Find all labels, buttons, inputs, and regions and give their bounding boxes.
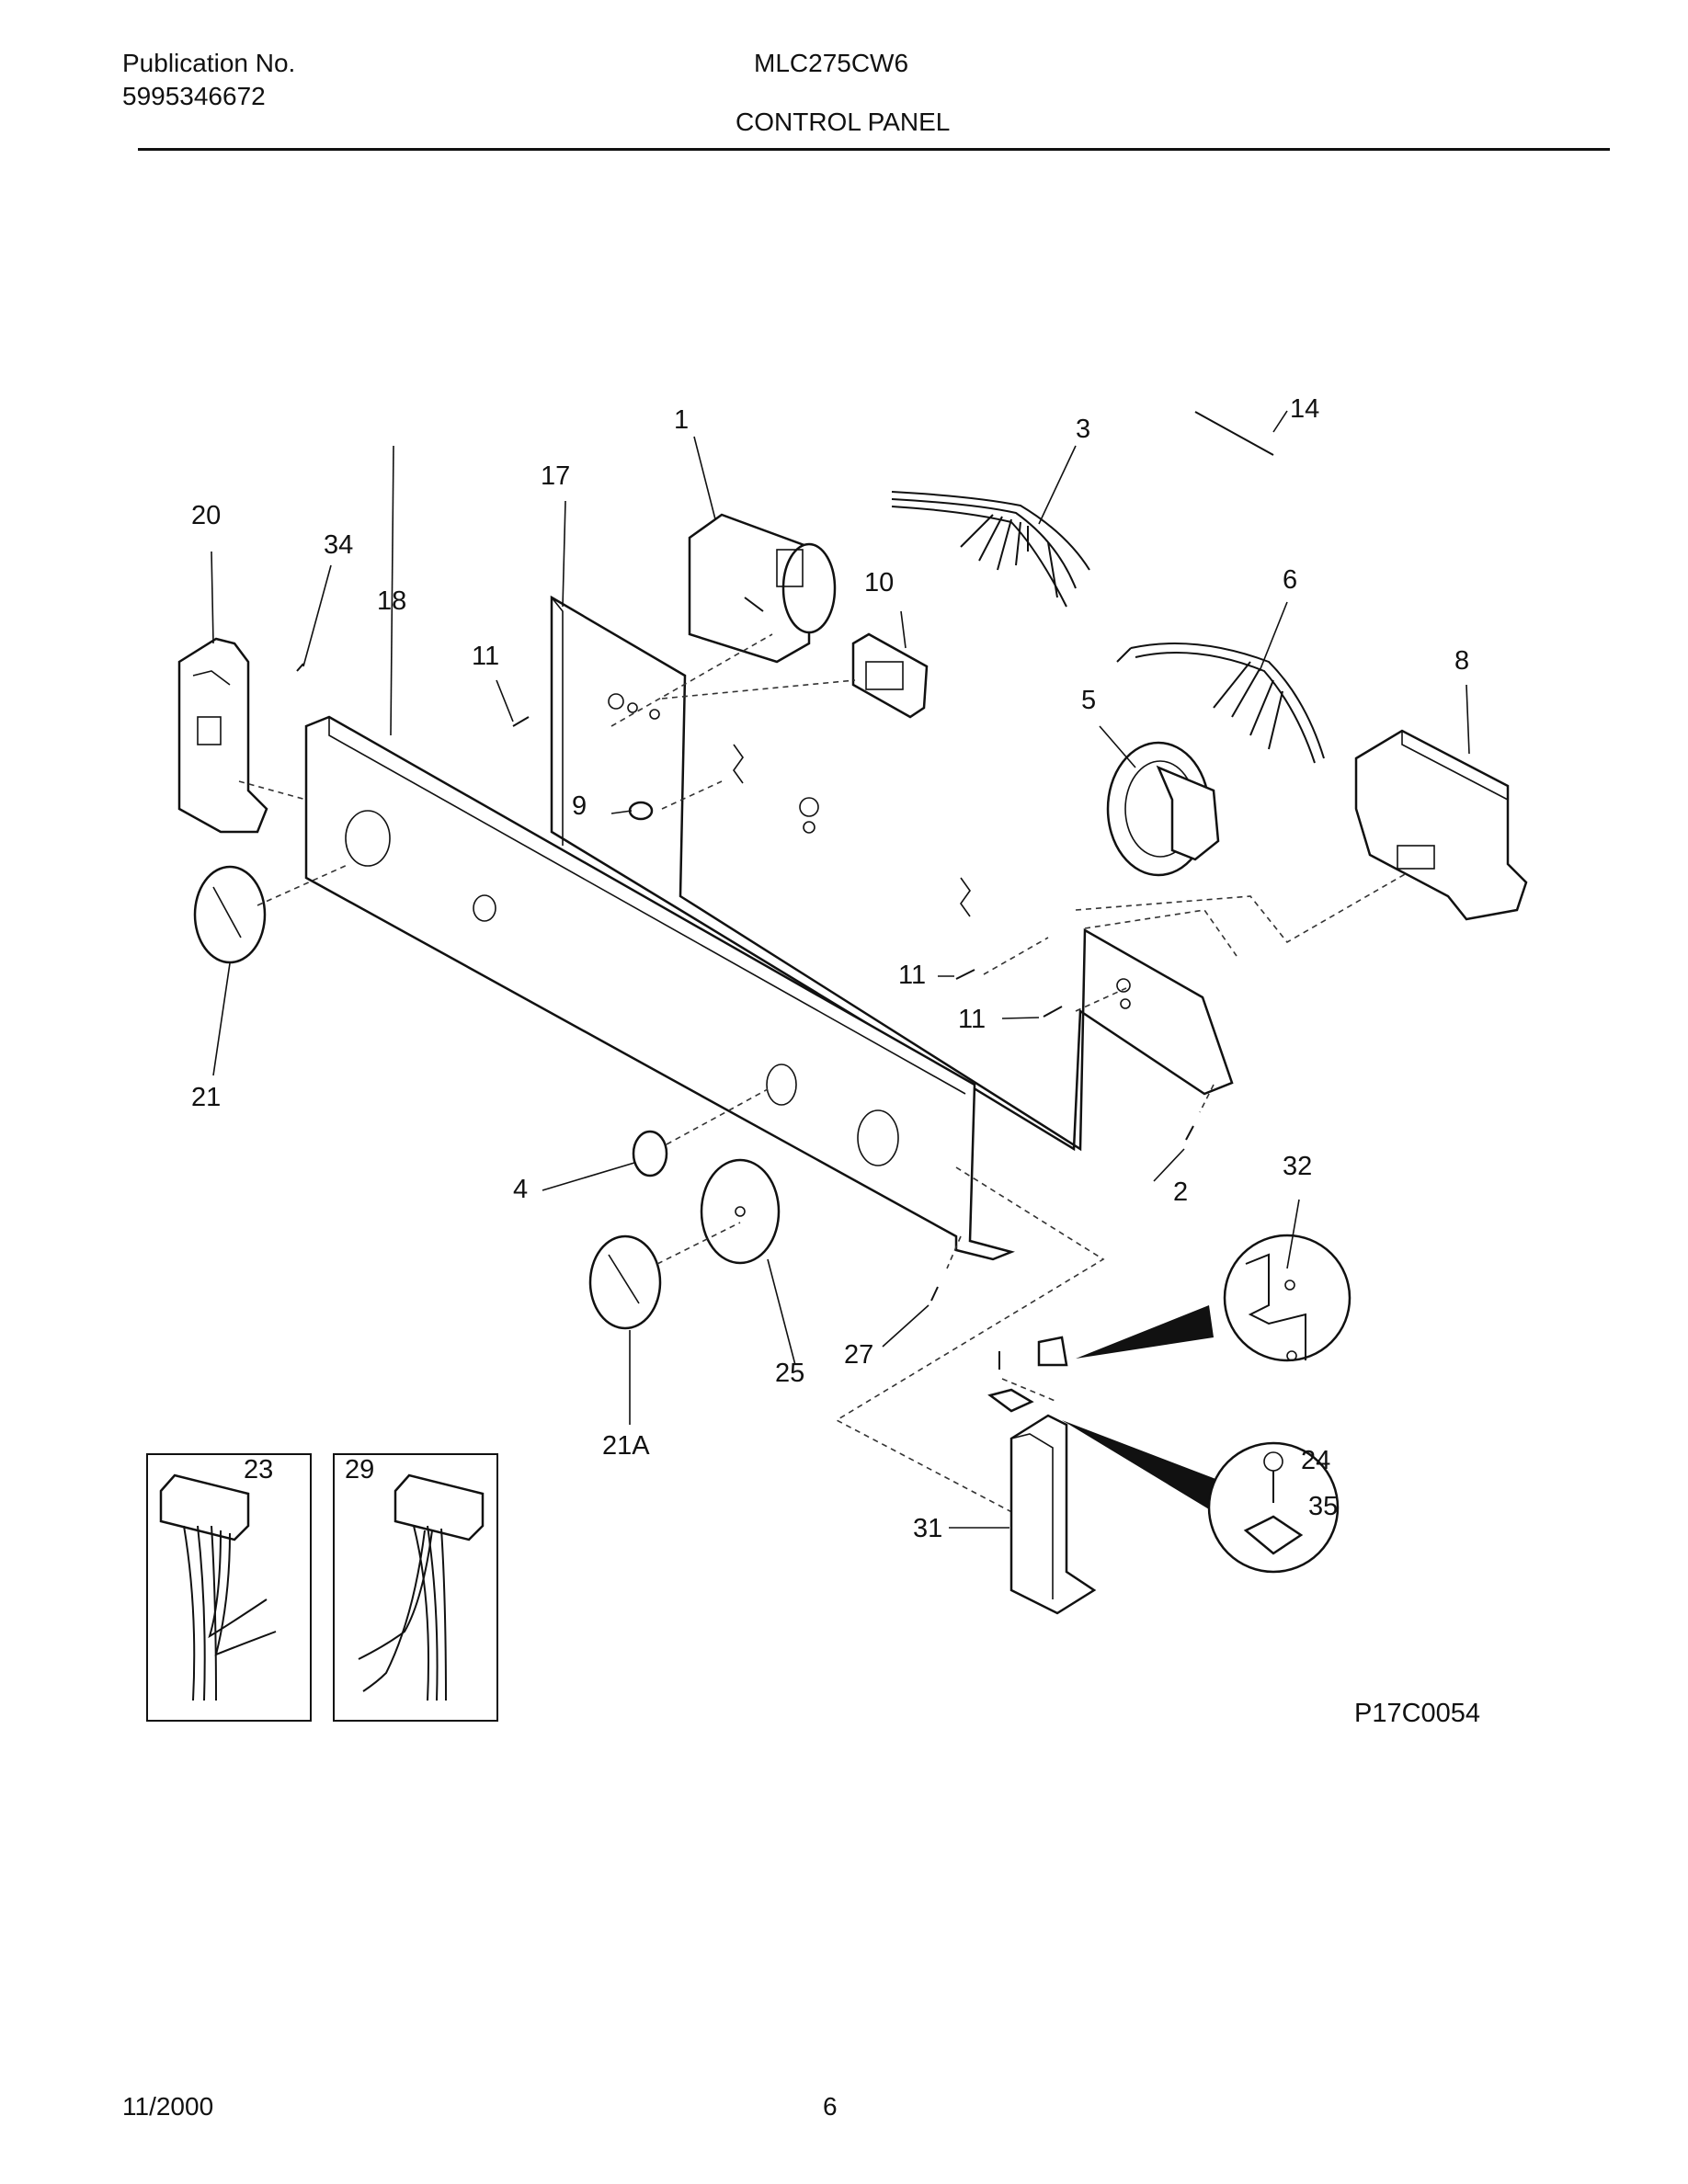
inset-box-23 [146, 1453, 312, 1722]
callout-21: 21 [191, 1083, 221, 1112]
callout-29: 29 [345, 1455, 374, 1484]
callout-8: 8 [1454, 646, 1469, 676]
callout-21a: 21A [602, 1431, 650, 1461]
drawing-code: P17C0054 [1354, 1699, 1480, 1728]
front-control-panel-part [304, 715, 1015, 1261]
callout-11-c: 11 [958, 1005, 986, 1034]
callout-10: 10 [864, 568, 894, 597]
inset-box-29 [333, 1453, 498, 1722]
pressure-switch-part [1106, 741, 1220, 877]
detail-circle-32 [1076, 1234, 1352, 1362]
timer-knob-21-part [193, 865, 267, 964]
model-number: MLC275CW6 [754, 49, 909, 77]
wire-harness-part [891, 491, 1090, 608]
header-rule [138, 148, 1610, 151]
callout-32: 32 [1283, 1152, 1312, 1181]
callout-31: 31 [913, 1514, 942, 1543]
assembly-guide-lines [238, 633, 1408, 1518]
callout-5: 5 [1081, 686, 1096, 715]
callout-leader-lines [211, 410, 1470, 1529]
callout-18: 18 [377, 586, 406, 616]
skirt-25-part [700, 1158, 781, 1265]
grommet-9-part [628, 801, 654, 821]
publication-number: 5995346672 [122, 82, 266, 110]
control-module-part [1354, 729, 1528, 921]
footer-date: 11/2000 [122, 2092, 214, 2121]
callout-14: 14 [1290, 394, 1319, 424]
callout-24: 24 [1301, 1446, 1330, 1475]
callout-6: 6 [1283, 565, 1297, 595]
callout-20: 20 [191, 501, 221, 530]
switch-part [851, 632, 929, 719]
footer-page-number: 6 [823, 2092, 838, 2121]
rear-panel-part [550, 595, 1234, 1152]
callout-3: 3 [1076, 415, 1090, 444]
selector-knob-4-part [632, 1130, 668, 1177]
detail-circle-24-35 [1062, 1420, 1340, 1574]
callout-34: 34 [324, 530, 353, 560]
callout-27: 27 [844, 1340, 873, 1370]
right-end-cap-31-part [1009, 1414, 1097, 1615]
screw-parts [296, 663, 1194, 1370]
jumper-wire-part [1194, 411, 1274, 456]
callout-9: 9 [572, 791, 587, 821]
clip-35-part [987, 1388, 1034, 1413]
callout-11-b: 11 [898, 961, 926, 990]
callout-1: 1 [674, 405, 689, 435]
callout-numbers: 1 2 3 4 5 6 8 9 10 11 11 11 14 17 18 20 … [191, 394, 1480, 1728]
callout-4: 4 [513, 1175, 528, 1204]
wire-harness-6-part [1116, 643, 1325, 764]
section-title: CONTROL PANEL [736, 108, 951, 136]
callout-11-a: 11 [472, 642, 499, 671]
callout-35: 35 [1308, 1492, 1338, 1521]
callout-2: 2 [1173, 1177, 1188, 1207]
callout-23: 23 [244, 1455, 273, 1484]
callout-25: 25 [775, 1359, 804, 1388]
knob-21A-part [588, 1234, 662, 1330]
left-end-cap-part [177, 637, 268, 834]
timer-part [688, 513, 837, 664]
clip-32-part [1037, 1336, 1068, 1367]
callout-17: 17 [541, 461, 570, 491]
publication-label: Publication No. [122, 49, 296, 77]
